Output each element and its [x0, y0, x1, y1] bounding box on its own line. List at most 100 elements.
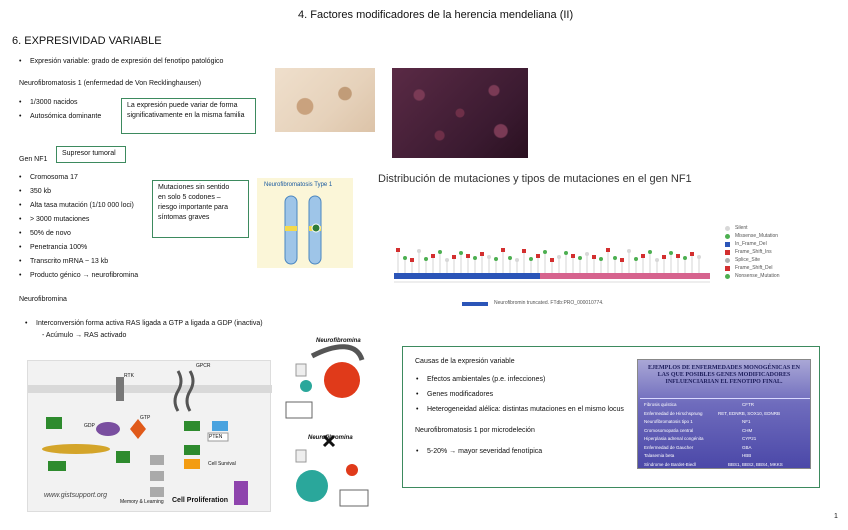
row-disease: Síndrome de Bardet-Biedl — [644, 461, 696, 467]
table-row: Talasemia beta HBB — [644, 452, 810, 461]
legend-swatch — [725, 274, 730, 279]
row-gene: CFTR — [742, 402, 754, 407]
intro-subheading: Neurofibromatosis 1 (enfermedad de Von R… — [19, 80, 202, 87]
causes-box: Causas de la expresión variable Efectos … — [402, 346, 820, 488]
mutation-marker — [410, 258, 414, 262]
note-line: en solo 5 codones – — [158, 194, 221, 201]
legend-swatch — [725, 242, 730, 247]
gene-item: > 3000 mutaciones — [19, 215, 89, 224]
legend-swatch — [725, 250, 730, 255]
mutation-marker — [634, 257, 638, 261]
ras-pathway-figure: RTK GPCR GTP GDP PTEN Cell Survival Cell… — [27, 360, 272, 512]
legend-swatch — [725, 258, 730, 263]
gpcr-label: GPCR — [196, 363, 211, 369]
ras-mechanism-diagram — [285, 344, 369, 507]
rtk-label: RTK — [124, 373, 134, 379]
row-disease: Enfermedad de Hirschsprung — [644, 410, 703, 416]
cause-item: Efectos ambientales (p.e. infecciones) — [416, 375, 545, 384]
protein-domain-bar — [394, 273, 540, 279]
mutation-marker — [480, 252, 484, 256]
modifier-genes-table: EJEMPLOS DE ENFERMEDADES MONOGÉNICAS EN … — [637, 359, 811, 469]
mutation-marker — [536, 254, 540, 258]
gene-item: 50% de novo — [19, 229, 71, 238]
mutation-marker — [529, 257, 533, 261]
row-disease: Hiperplasia adrenal congénita — [644, 436, 704, 441]
mutation-chart-caption: Neurofibromin truncated. FTdb:PRO_000010… — [494, 300, 604, 306]
chromosome-17-icon — [284, 195, 322, 265]
legend-swatch — [725, 226, 730, 231]
mutation-marker — [403, 256, 407, 260]
mutation-marker — [613, 256, 617, 260]
expression-note-box: La expresión puede variar de forma signi… — [121, 98, 256, 134]
microdeletion-item: 5-20% → mayor severidad fenotípica — [416, 447, 542, 456]
mutation-marker — [543, 250, 547, 254]
chromosome-figure-title: Neurofibromatosis Type 1 — [264, 182, 333, 188]
mutation-marker — [550, 258, 554, 262]
ras-diagram-title: Neurofibromina — [316, 338, 361, 344]
neurofibromin-sub: - Acúmulo → RAS activado — [42, 332, 127, 339]
slide-title: 4. Factores modificadores de la herencia… — [298, 9, 574, 21]
table-row: Enfermedad de Hirschsprung RET, EDNRB, SO… — [644, 410, 810, 419]
mutation-marker — [564, 251, 568, 255]
mutation-marker — [557, 255, 561, 259]
gene-label: Gen NF1 — [19, 156, 48, 163]
row-gene: HBB — [742, 453, 752, 458]
cell-proliferation-label: Cell Proliferation — [172, 497, 229, 504]
ras-mechanism-figure: Neurofibromina Neurofibromina — [282, 338, 384, 513]
cause-item: Heterogeneidad alélica: distintas mutaci… — [416, 405, 624, 414]
mutation-marker — [676, 254, 680, 258]
mutation-marker — [655, 258, 659, 262]
mutation-marker — [466, 254, 470, 258]
mutation-marker — [662, 255, 666, 259]
mutation-marker — [592, 255, 596, 259]
gdp-label: GDP — [84, 423, 95, 429]
legend-swatch — [725, 266, 730, 271]
note-line: síntomas graves — [158, 214, 210, 221]
neurofibromin-bullet: Interconversión forma activa RAS ligada … — [25, 319, 263, 328]
mutation-marker — [641, 254, 645, 258]
mutation-marker — [620, 258, 624, 262]
gene-item: Transcrito mRNA ~ 13 kb — [19, 257, 108, 266]
neurofibroma-photo — [392, 68, 528, 158]
tumor-suppressor-tag: Supresor tumoral — [56, 146, 126, 163]
protein-tail-bar — [540, 273, 710, 279]
row-gene: GBA — [742, 444, 752, 450]
row-disease: Fibrosis quística — [644, 402, 677, 407]
mutation-marker — [417, 249, 421, 253]
mutation-marker — [585, 252, 589, 256]
source-url: www.gistsupport.org — [44, 492, 108, 499]
note-line: riesgo importante para — [158, 204, 229, 211]
legend-label: Frame_Shift_Del — [735, 265, 773, 271]
mutation-marker — [508, 256, 512, 260]
cause-item: Genes modificadores — [416, 390, 493, 399]
legend-label: Frame_Shift_Ins — [735, 249, 772, 255]
row-disease: Talasemia beta — [644, 453, 675, 458]
table-row: Síndrome de Bardet-Biedl BBS1, BBS2, BBS4… — [644, 461, 810, 470]
page-number: 1 — [834, 513, 838, 520]
intro-item: 1/3000 nacidos — [19, 98, 78, 107]
microdeletion-heading: Neurofibromatosis 1 por microdeleción — [415, 427, 535, 434]
gene-item: Cromosoma 17 — [19, 173, 78, 182]
mutation-marker — [669, 251, 673, 255]
section-heading: 6. EXPRESIVIDAD VARIABLE — [12, 35, 162, 47]
table-title: EJEMPLOS DE ENFERMEDADES MONOGÉNICAS EN … — [647, 365, 800, 385]
mutation-marker — [697, 255, 701, 259]
row-gene: BBS1, BBS2, BBS4, MKKS — [728, 461, 783, 467]
table-divider — [640, 398, 810, 399]
legend-label: Missense_Mutation — [735, 233, 779, 239]
cell-survival-label: Cell Survival — [208, 461, 236, 467]
intro-bullet: Expresión variable: grado de expresión d… — [19, 57, 223, 66]
pten-label: PTEN — [209, 434, 223, 440]
table-row: Fibrosis quística CFTR — [644, 401, 810, 410]
mutation-marker — [487, 255, 491, 259]
mutation-marker — [690, 252, 694, 256]
mutation-marker — [648, 250, 652, 254]
row-gene: RET, EDNRB, SOX10, EDNRB — [718, 410, 781, 416]
note-line: significativamente en la misma familia — [127, 112, 245, 119]
mutation-marker — [627, 249, 631, 253]
mutation-marker — [438, 250, 442, 254]
